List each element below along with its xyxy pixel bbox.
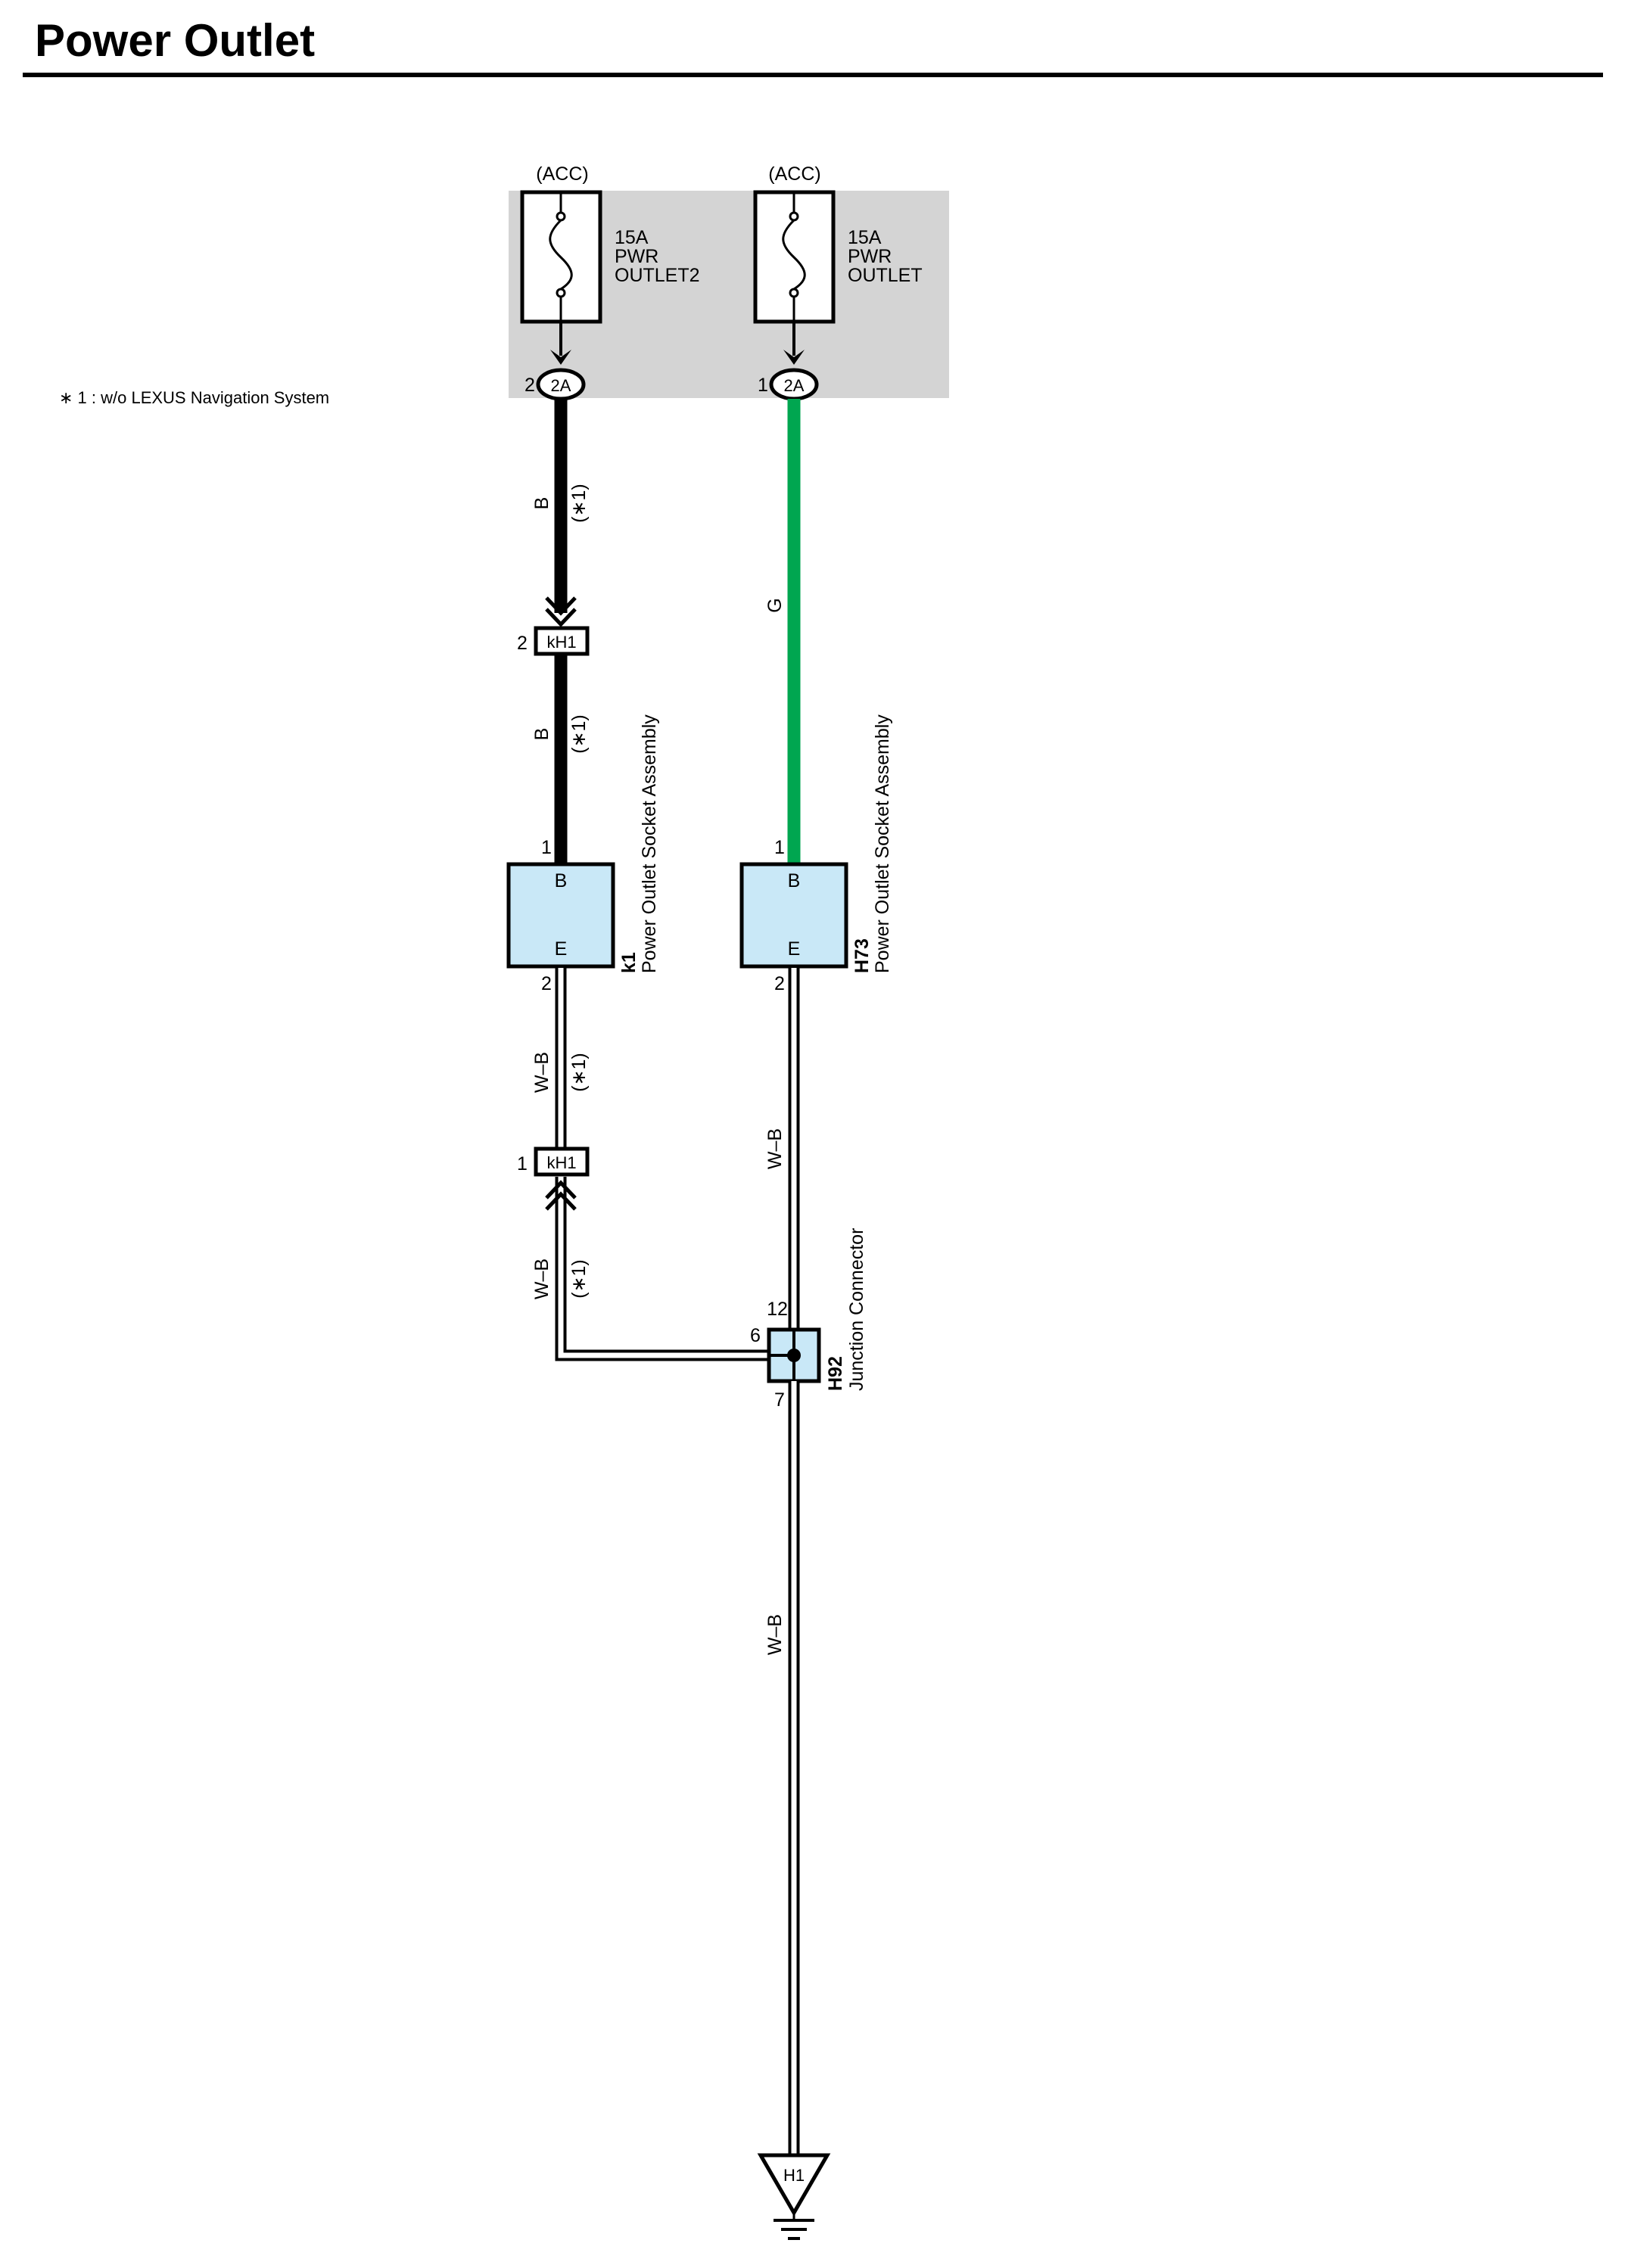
- chevron-down-icon: [545, 608, 577, 627]
- wire-note-b-mid: (∗1): [568, 714, 590, 754]
- component-h73-terminal-e: E: [788, 938, 801, 960]
- fuse-right-name-1: PWR: [848, 246, 892, 267]
- footnote: ∗ 1 : w/o LEXUS Navigation System: [59, 388, 329, 407]
- component-k1-code: k1: [618, 952, 640, 973]
- wire-note-b-upper: (∗1): [568, 484, 590, 523]
- wire-label-b-upper: B: [531, 497, 553, 510]
- fuse-right-rating: 15A: [848, 227, 882, 248]
- component-k1-pin-bottom: 2: [541, 973, 552, 994]
- inline-connector-id: kH1: [546, 633, 576, 652]
- inline-connector-kh1-pin2: kH1 2: [517, 626, 590, 656]
- connector-arrow-icon: [550, 350, 571, 365]
- component-h73-code: H73: [851, 938, 873, 973]
- wire-label-wb-left-bottom: W–B: [531, 1258, 553, 1299]
- fuse-icon: [549, 192, 573, 322]
- component-h73-pin-top: 1: [774, 837, 785, 858]
- component-h73: 1 B E 2 H73 Power Outlet Socket Assembly: [739, 714, 893, 994]
- wire-label-wb-right-upper: W–B: [764, 1128, 786, 1169]
- component-k1-body: [506, 862, 615, 969]
- chevron-up-icon: [545, 1191, 577, 1211]
- fuse-icon: [782, 192, 806, 322]
- component-h73-name: Power Outlet Socket Assembly: [872, 714, 893, 973]
- fuse-pwr-outlet: (ACC) 15A PWR OUTLET: [753, 163, 923, 365]
- fuse-pwr-outlet2: (ACC) 15A PWR OUTLET2: [520, 163, 700, 365]
- component-h73-body: [739, 862, 848, 969]
- junction-pin-left: 6: [750, 1325, 761, 1346]
- fuse-left-connector-id: 2A: [551, 376, 571, 395]
- wire-note-wb-left-bottom: (∗1): [568, 1259, 590, 1299]
- inline-connector-kh1-pin1: kH1 1: [517, 1146, 590, 1177]
- fuse-left-connector: 2A 2: [525, 368, 586, 401]
- component-k1-terminal-b: B: [555, 870, 568, 891]
- junction-h92: 12 6 7 H92 Junction Connector: [750, 1228, 867, 1411]
- junction-name: Junction Connector: [846, 1228, 867, 1391]
- component-h73-pin-bottom: 2: [774, 973, 785, 994]
- ground-id: H1: [783, 2166, 805, 2185]
- junction-node-icon: [787, 1349, 801, 1362]
- inline-connector-pin: 2: [517, 633, 528, 654]
- wire-note-wb-left-upper: (∗1): [568, 1053, 590, 1092]
- wire-label-g: G: [764, 598, 786, 612]
- junction-pin-bottom: 7: [774, 1389, 785, 1411]
- component-k1-name: Power Outlet Socket Assembly: [639, 714, 660, 973]
- fuse-right-power-source: (ACC): [768, 163, 820, 185]
- fuse-left-power-source: (ACC): [536, 163, 588, 185]
- ground-icon: [757, 2153, 831, 2217]
- inline-connector-pin: 1: [517, 1153, 528, 1174]
- component-k1-terminal-e: E: [555, 938, 568, 960]
- wire-label-b-mid: B: [531, 728, 553, 741]
- inline-connector-id: kH1: [546, 1153, 576, 1172]
- component-k1-pin-top: 1: [541, 837, 552, 858]
- fuse-left-pin: 2: [525, 375, 535, 396]
- fuse-left-name-2: OUTLET2: [615, 265, 700, 286]
- fuse-left-rating: 15A: [615, 227, 649, 248]
- fuse-right-pin: 1: [758, 375, 768, 396]
- connector-arrow-icon: [783, 350, 805, 365]
- fuse-left-name-1: PWR: [615, 246, 658, 267]
- junction-code: H92: [825, 1356, 846, 1391]
- junction-pin-top: 12: [767, 1299, 788, 1320]
- wire-label-wb-left-upper: W–B: [531, 1052, 553, 1093]
- wire-label-wb-ground: W–B: [764, 1614, 786, 1655]
- title-rule: [23, 73, 1603, 77]
- ground-h1: H1: [757, 2153, 831, 2240]
- wire-wb-left-lower: [555, 1177, 770, 1361]
- chevron-down-icon: [545, 596, 577, 616]
- page-title: Power Outlet: [35, 15, 316, 66]
- fuse-right-connector-id: 2A: [784, 376, 805, 395]
- fuse-right-connector: 2A 1: [758, 368, 819, 401]
- chevron-up-icon: [545, 1180, 577, 1199]
- component-k1: 1 B E 2 k1 Power Outlet Socket Assembly: [506, 714, 660, 994]
- fuse-right-name-2: OUTLET: [848, 265, 923, 286]
- component-h73-terminal-b: B: [788, 870, 801, 891]
